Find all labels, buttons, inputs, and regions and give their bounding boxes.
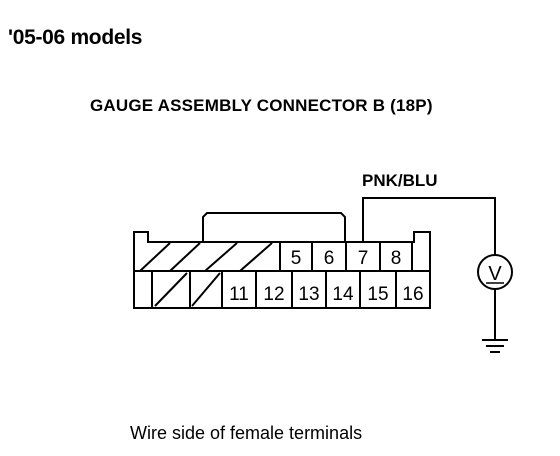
wire-color-label: PNK/BLU bbox=[362, 171, 438, 190]
terminal-5: 5 bbox=[291, 248, 302, 269]
ground-icon bbox=[482, 339, 508, 353]
terminal-7: 7 bbox=[358, 248, 369, 269]
connector-lock-tab bbox=[202, 212, 346, 242]
terminal-16: 16 bbox=[402, 284, 423, 305]
terminal-8: 8 bbox=[391, 248, 402, 269]
terminal-14: 14 bbox=[332, 284, 354, 305]
terminal-6: 6 bbox=[324, 248, 335, 269]
connector-outline bbox=[133, 231, 431, 309]
models-label: '05-06 models bbox=[8, 26, 143, 49]
pnk-blu-wire bbox=[362, 197, 496, 255]
connector-heading: GAUGE ASSEMBLY CONNECTOR B (18P) bbox=[90, 96, 433, 115]
voltmeter-label: V bbox=[488, 263, 502, 285]
unused-cavity-marks bbox=[139, 242, 273, 307]
terminal-15: 15 bbox=[367, 284, 388, 305]
terminal-12: 12 bbox=[263, 284, 284, 305]
terminal-13: 13 bbox=[298, 284, 319, 305]
diagram-caption: Wire side of female terminals bbox=[130, 423, 363, 443]
terminal-11: 11 bbox=[229, 284, 249, 305]
